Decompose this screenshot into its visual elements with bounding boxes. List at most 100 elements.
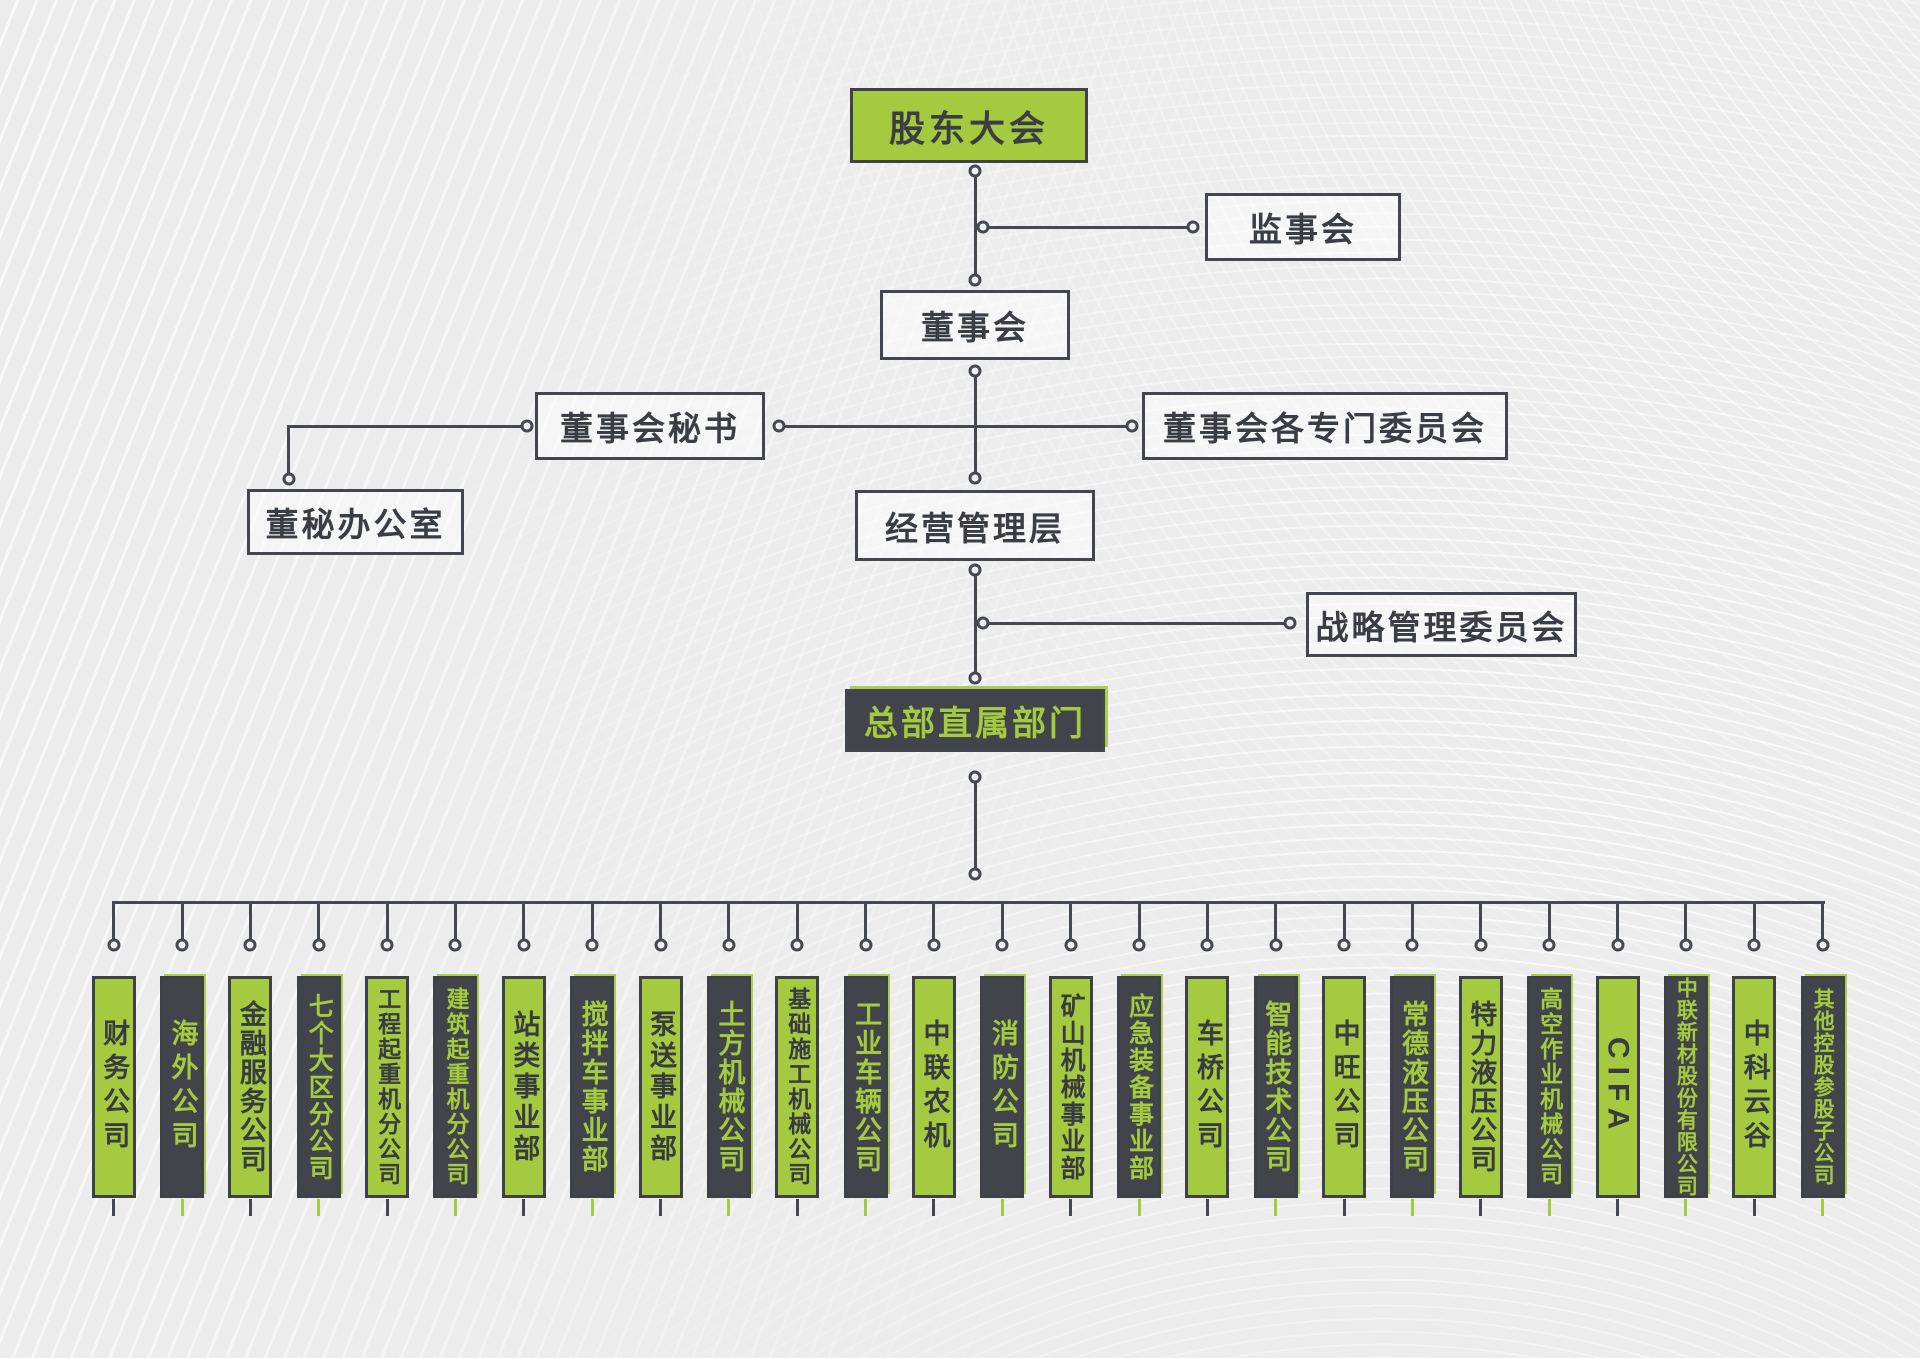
connector-drop (1069, 903, 1073, 939)
connector-drop (112, 903, 116, 939)
subsidiary-label: 工程起重机分公司 (374, 987, 401, 1187)
subsidiary-tick (1137, 1199, 1141, 1216)
connector-dot (968, 471, 982, 485)
connector-dot (1132, 938, 1146, 952)
subsidiary-tick (795, 1199, 799, 1216)
subsidiary-tick (453, 1199, 457, 1216)
subsidiary-box: 高空作业机械公司 (1527, 976, 1572, 1198)
subsidiary-tick (1410, 1199, 1414, 1216)
connector-dot (312, 938, 326, 952)
connector-dot (520, 419, 534, 433)
subsidiary-box: 特力液压公司 (1458, 976, 1503, 1198)
subsidiary-label: 中科云谷 (1739, 1019, 1770, 1155)
subsidiary-tick (1479, 1199, 1483, 1216)
subsidiary-label: 财务公司 (99, 1019, 130, 1155)
subsidiary-tick (1752, 1199, 1756, 1216)
subsidiary-tick (727, 1199, 731, 1216)
connector-dot (1337, 938, 1351, 952)
subsidiary-box: CIFA (1595, 976, 1640, 1198)
subsidiary-tick (932, 1199, 936, 1216)
subsidiary-box: 中旺公司 (1322, 976, 1367, 1198)
subsidiary-tick (1274, 1199, 1278, 1216)
connector-drop (932, 903, 936, 939)
subsidiary-label: 土方机械公司 (714, 1000, 745, 1174)
node-hq-departments: 总部直属部门 (845, 689, 1105, 752)
subsidiary-label: 中联新材股份有限公司 (1674, 977, 1698, 1197)
subsidiary-label: 金融服务公司 (235, 1000, 266, 1174)
subsidiary-label: 中旺公司 (1329, 1019, 1360, 1155)
connector-dot (1747, 938, 1761, 952)
connector-drop (522, 903, 526, 939)
connector-drop (1616, 903, 1619, 939)
subsidiary-tick (1069, 1199, 1073, 1216)
connector-dot (1125, 419, 1139, 433)
subsidiary-tick (659, 1199, 663, 1216)
subsidiary-label: 中联农机 (919, 1019, 950, 1155)
connector-drop (864, 903, 868, 939)
subsidiary-tick (1821, 1199, 1825, 1216)
connector-dot (1474, 938, 1488, 952)
subsidiary-tick (1684, 1199, 1688, 1216)
connector-drop (1479, 903, 1483, 939)
subsidiary-label: 搅拌车事业部 (577, 1000, 608, 1174)
subsidiary-box: 搅拌车事业部 (570, 976, 615, 1198)
subsidiary-label: 应急装备事业部 (1125, 992, 1154, 1182)
subsidiary-label: 七个大区分公司 (305, 992, 334, 1182)
connector-dot (995, 938, 1009, 952)
subsidiary-box: 工业车辆公司 (843, 976, 888, 1198)
subsidiary-label: 泵送事业部 (646, 1009, 677, 1165)
subsidiary-label: CIFA (1601, 1036, 1635, 1138)
subsidiary-label: 海外公司 (167, 1019, 198, 1155)
connector-drop (180, 903, 184, 939)
subsidiary-tick (112, 1199, 116, 1216)
connector-drop (659, 903, 663, 939)
connector-management-hq (974, 569, 977, 679)
subsidiary-box: 基础施工机械公司 (775, 976, 820, 1198)
subsidiary-label: 车桥公司 (1192, 1019, 1223, 1155)
subsidiary-tick (248, 1199, 252, 1216)
node-shareholders-meeting: 股东大会 (850, 88, 1088, 163)
subsidiary-box: 其他控股参股子公司 (1800, 976, 1845, 1198)
connector-dot (976, 220, 990, 234)
subsidiary-box: 常德液压公司 (1390, 976, 1435, 1198)
subsidiary-label: 智能技术公司 (1261, 1000, 1292, 1174)
connector-branch-supervisory (983, 226, 1193, 229)
subsidiary-tick (522, 1199, 526, 1216)
subsidiary-label: 建筑起重机分公司 (442, 987, 469, 1187)
connector-drop (1137, 903, 1141, 939)
subsidiary-tick (1342, 1199, 1346, 1216)
subsidiary-box: 矿山机械事业部 (1048, 976, 1093, 1198)
connector-branch-strategy (983, 622, 1288, 625)
connector-drop (590, 903, 594, 939)
connector-board-management (974, 370, 977, 478)
connector-secretary-office-v (287, 425, 290, 475)
connector-dot (968, 770, 982, 784)
connector-dot (968, 867, 982, 881)
connector-drop (248, 903, 252, 939)
subsidiary-box: 工程起重机分公司 (365, 976, 410, 1198)
connector-dot (517, 938, 531, 952)
connector-dot (1186, 220, 1200, 234)
connector-dot (859, 938, 873, 952)
subsidiary-box: 金融服务公司 (228, 976, 273, 1198)
subsidiary-label: 常德液压公司 (1397, 1000, 1428, 1174)
connector-dot (968, 164, 982, 178)
connector-drop (1000, 903, 1004, 939)
connector-dot (380, 938, 394, 952)
subsidiary-label: 其他控股参股子公司 (1811, 988, 1835, 1186)
node-supervisory-board: 监事会 (1205, 193, 1401, 261)
node-secretary-office: 董秘办公室 (247, 489, 464, 555)
subsidiary-label: 站类事业部 (509, 1009, 540, 1165)
connector-dot (1064, 938, 1078, 952)
connector-dot (1405, 938, 1419, 952)
connector-dot (927, 938, 941, 952)
connector-secretary-office-h (289, 425, 523, 428)
connector-shareholders-board (974, 170, 977, 280)
subsidiary-tick (1205, 1199, 1209, 1216)
connector-dot (1679, 938, 1693, 952)
connector-drop (1547, 903, 1551, 939)
connector-drop (1274, 903, 1278, 939)
connector-dot (243, 938, 257, 952)
subsidiary-box: 智能技术公司 (1253, 976, 1298, 1198)
